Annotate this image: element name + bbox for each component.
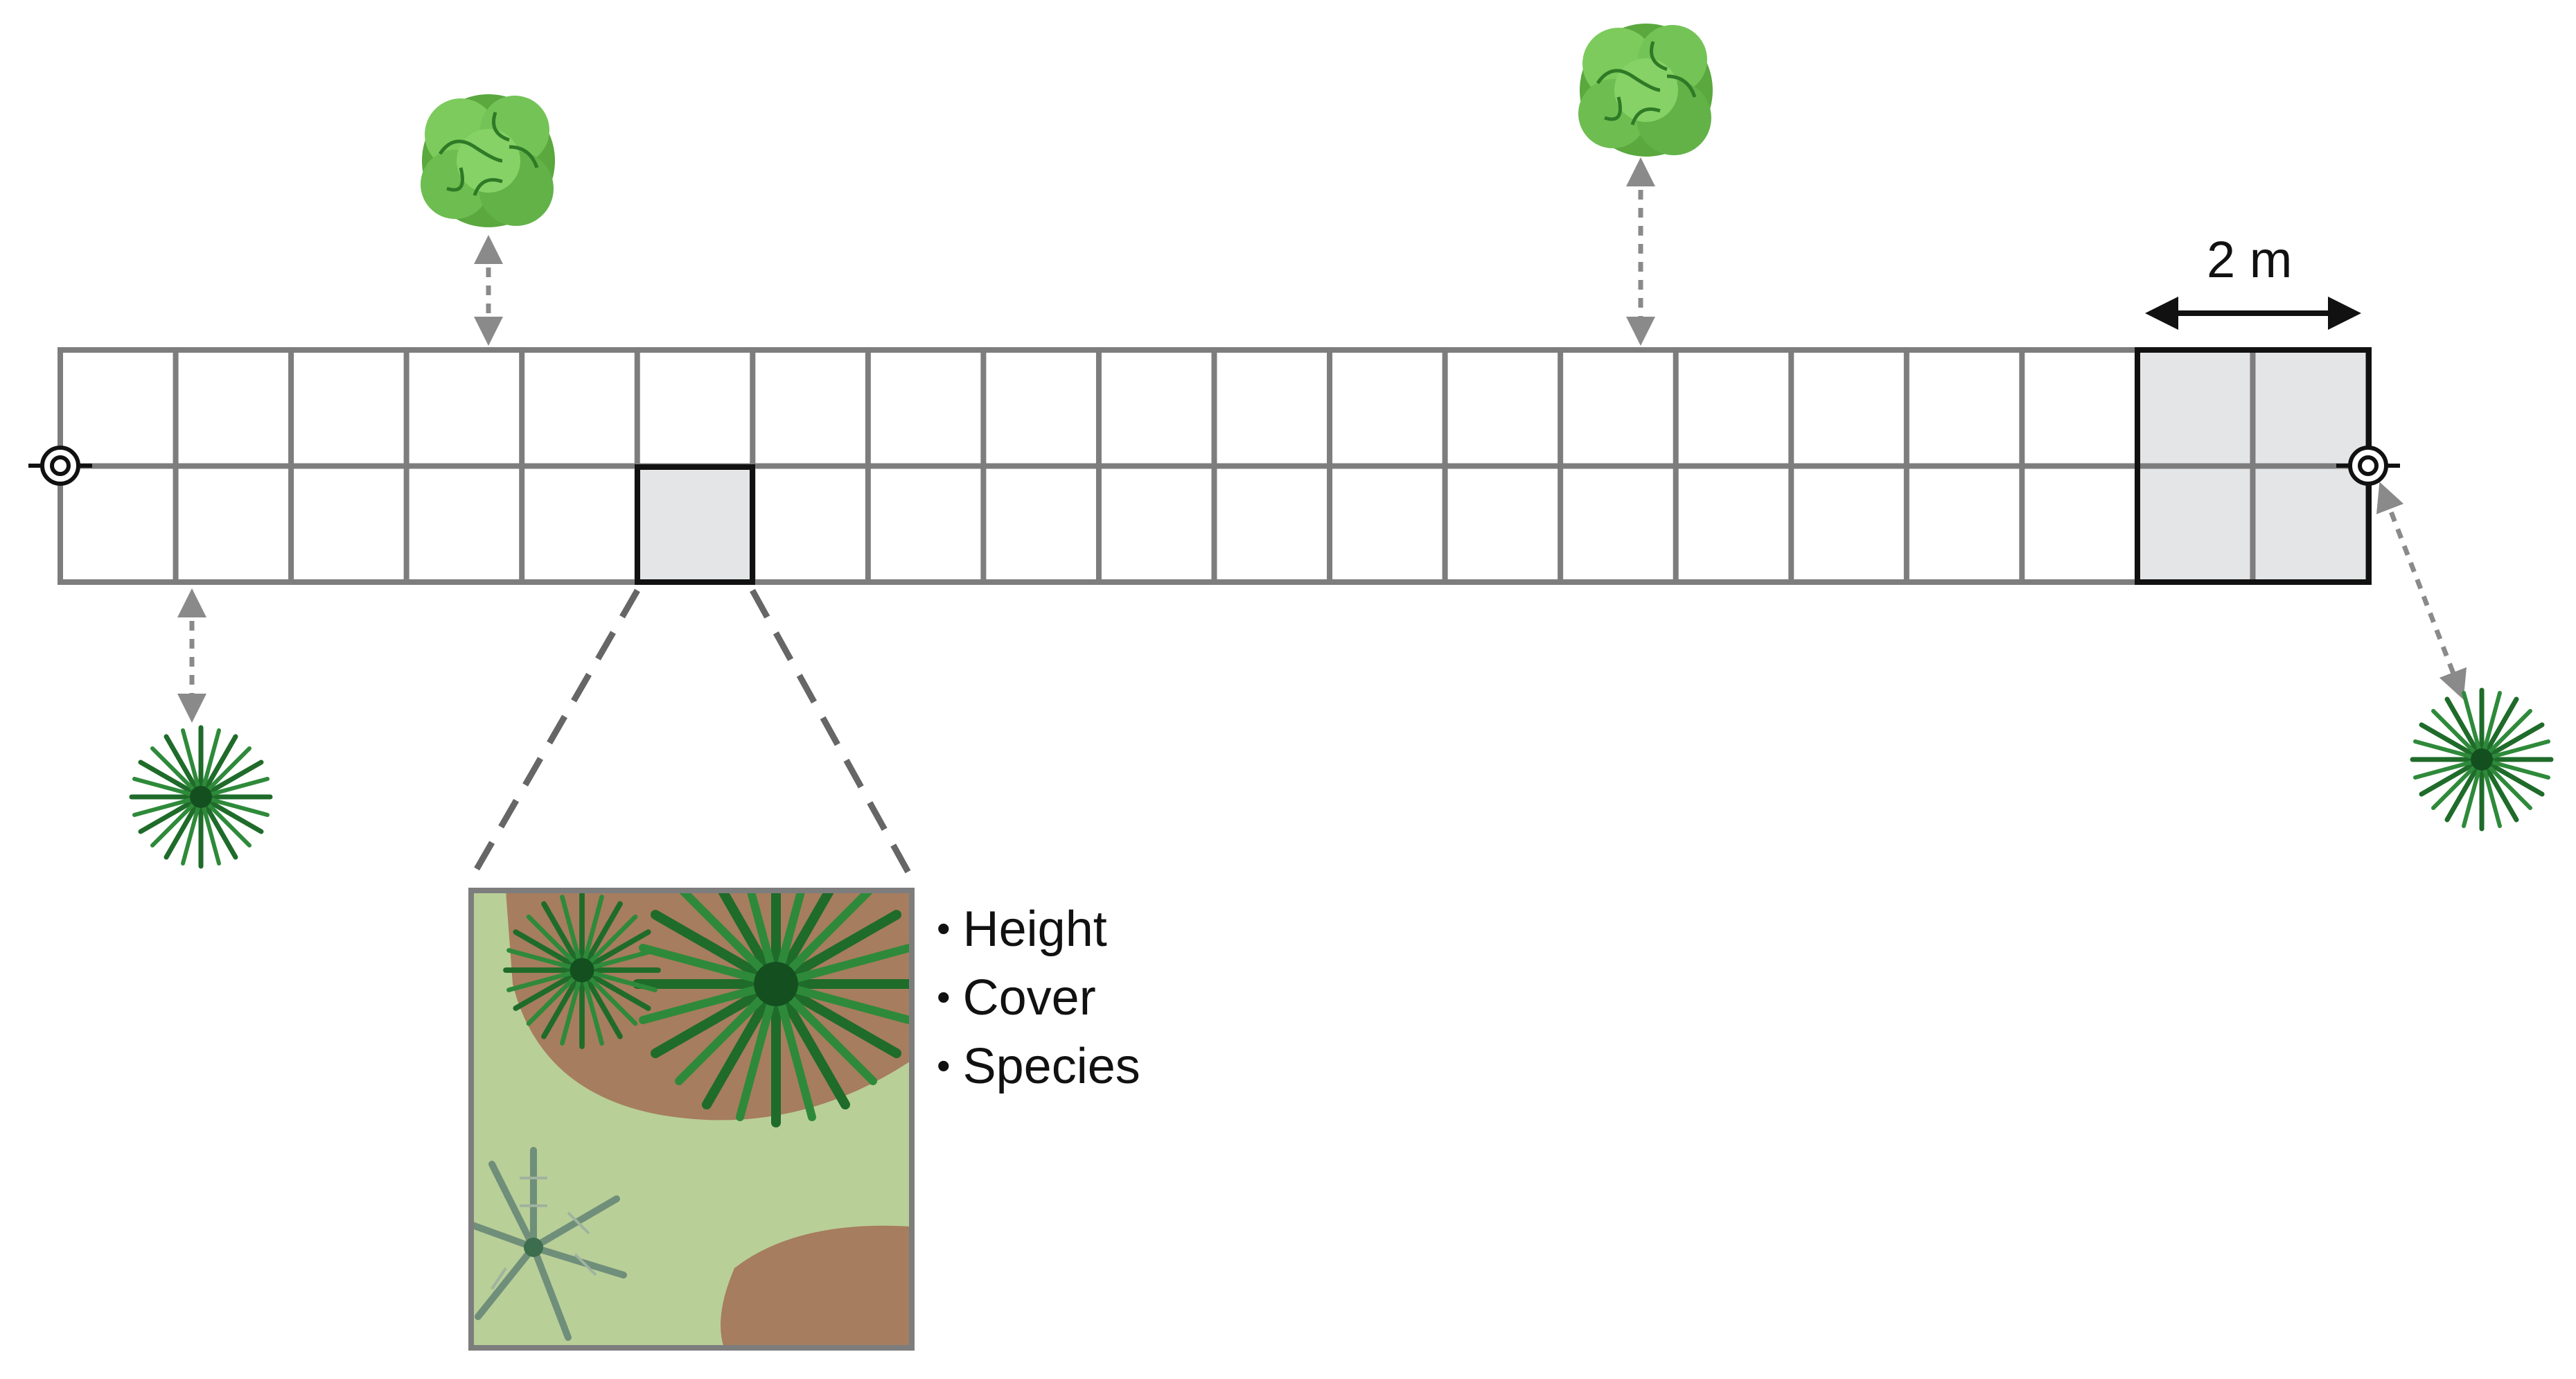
shrub-icon bbox=[1578, 24, 1713, 157]
zoom-guide-line bbox=[750, 588, 915, 881]
shrub-icon bbox=[421, 94, 555, 227]
distance-arrow bbox=[2376, 482, 2467, 700]
attribute-item: Height bbox=[937, 894, 1140, 963]
sampled-quadrat-outline bbox=[635, 464, 755, 585]
zoom-guide-line bbox=[468, 588, 640, 881]
grass-tuft-icon bbox=[2412, 690, 2551, 829]
scale-label: 2 m bbox=[2207, 231, 2293, 288]
transect-grid bbox=[58, 347, 2371, 585]
quadrat-detail-frame bbox=[468, 888, 915, 1351]
sampled-quadrat bbox=[637, 467, 752, 582]
grass-tuft-icon bbox=[132, 728, 270, 866]
attribute-list: Height Cover Species bbox=[937, 894, 1140, 1100]
survey-marker-icon bbox=[28, 448, 92, 484]
attribute-item: Species bbox=[937, 1031, 1140, 1100]
quadrat-detail bbox=[471, 890, 912, 1348]
attribute-item: Cover bbox=[937, 963, 1140, 1031]
